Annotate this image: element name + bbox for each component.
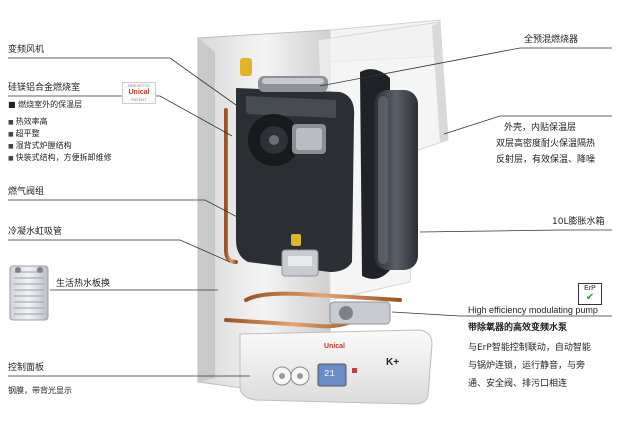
label-pump-cn: 带除氧器的高效变频水泵	[468, 323, 568, 333]
plate-heat-exchanger-image	[9, 265, 49, 321]
label-premix-burner: 全预混燃烧器	[524, 35, 579, 45]
label-expansion-tank: 10L膨胀水箱	[552, 217, 605, 227]
label-gas-valve: 燃气阀组	[8, 187, 45, 197]
expansion-tank-shape	[374, 90, 418, 270]
label-condensate-trap: 冷凝水虹吸管	[8, 227, 63, 237]
label-shell-line1: 外壳，内贴保温层	[504, 123, 577, 133]
erp-badge: ErP ✔	[578, 283, 602, 305]
label-control-panel: 控制面板	[8, 363, 45, 373]
fan-shape	[248, 114, 326, 166]
label-pump-desc2: 与锅炉连锁，运行静音，与旁	[468, 361, 586, 371]
label-shell-line3: 反射层，有效保温、降噪	[496, 155, 596, 165]
label-combustion-chamber: 硅镁铝合金燃烧室	[8, 83, 81, 93]
safety-valve	[240, 58, 252, 76]
pump-shape	[329, 301, 391, 325]
label-shell-line2: 双层高密度耐火保温隔热	[496, 139, 596, 149]
list-item: 快装式结构，方便拆卸维修	[8, 152, 112, 164]
leader-lines	[8, 47, 612, 377]
list-item: 湿背式炉膛结构	[8, 140, 112, 152]
check-icon: ✔	[585, 292, 595, 303]
panel-display: 21	[324, 369, 335, 379]
label-dhw-plate-hex: 生活热水板换	[56, 279, 111, 289]
patent-badge: BREVETTO Unical PATENT	[122, 82, 156, 104]
list-item: 超平整	[8, 128, 112, 140]
features-list: 热效率高 超平整 湿背式炉膛结构 快装式结构，方便拆卸维修	[8, 116, 112, 164]
control-panel-shape	[239, 329, 433, 405]
label-control-panel-desc: 钢膜，带背光显示	[8, 386, 72, 395]
burner-shape	[258, 76, 328, 92]
panel-model: K+	[386, 357, 400, 368]
label-pump-desc1: 与ErP智能控制联动，自动智能	[468, 343, 591, 353]
gas-fitting	[291, 234, 301, 246]
list-item: 热效率高	[8, 116, 112, 128]
panel-brand: Unical	[324, 343, 346, 350]
gas-valve-shape	[281, 249, 319, 277]
label-pump-en: High efficiency modulating pump	[468, 305, 598, 315]
label-chamber-insulation: ■ 燃烧室外的保温层	[8, 100, 83, 109]
label-inverter-fan: 变频风机	[8, 45, 45, 55]
label-pump-desc3: 通、安全阀、排污口相连	[468, 379, 568, 389]
